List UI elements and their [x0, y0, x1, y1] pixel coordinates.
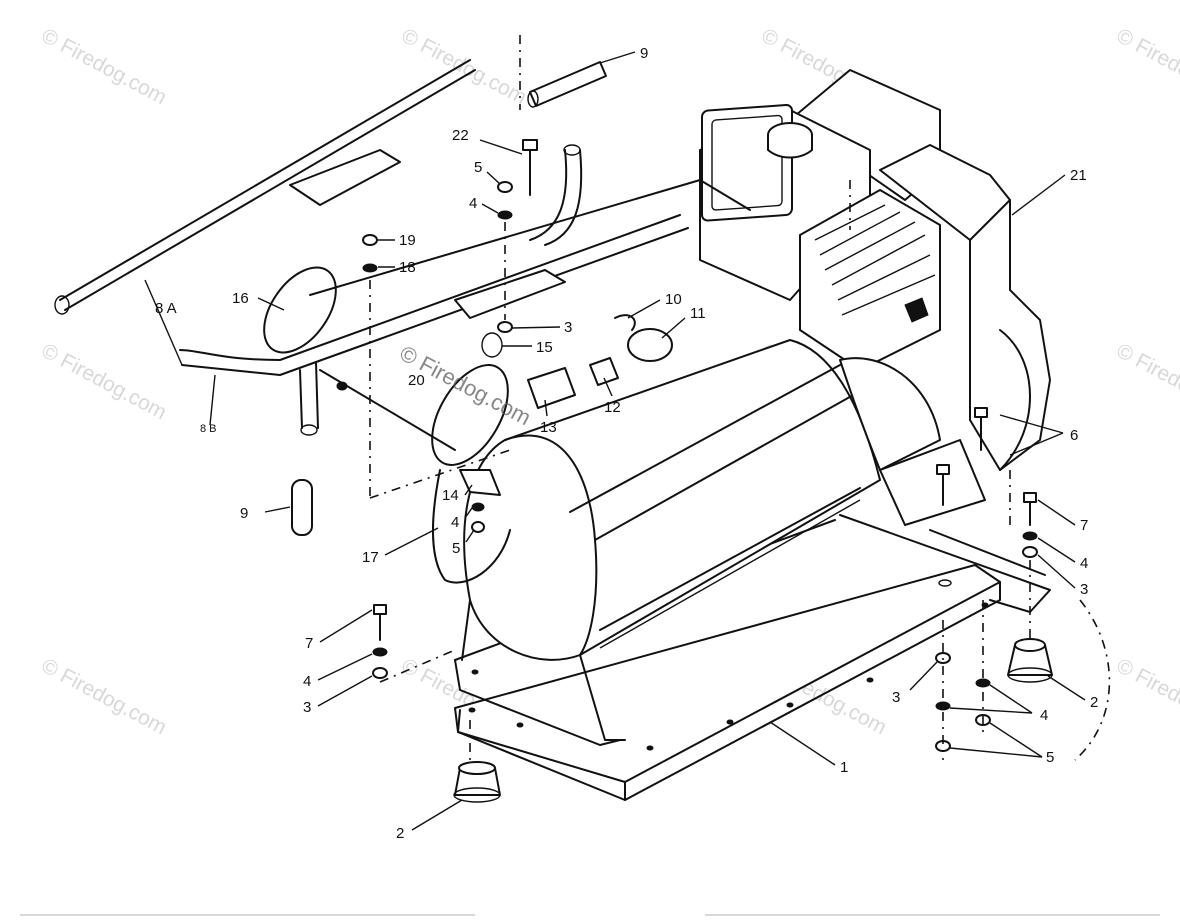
callout-label: 3 — [303, 699, 311, 716]
callout-label: 4 — [1040, 707, 1048, 724]
watermark-text: © Firedog.com — [1113, 24, 1180, 109]
callout-label: 5 — [1046, 749, 1054, 766]
callout-labels: 9 22 5 4 19 18 16 8 A 8 B 3 15 20 10 11 … — [155, 45, 1098, 842]
callout-label: 7 — [305, 635, 313, 652]
callout-label: 17 — [362, 549, 379, 566]
callout-label: 2 — [1090, 694, 1098, 711]
callout-label: 11 — [690, 305, 706, 322]
callout-label: 4 — [1080, 555, 1088, 572]
callout-label: 2 — [396, 825, 404, 842]
callout-label: 8 A — [155, 300, 177, 317]
rubber-feet — [453, 638, 1053, 803]
callout-label: 18 — [399, 259, 416, 276]
pins — [291, 61, 607, 536]
tank-body — [461, 339, 881, 741]
watermark-text: © Firedog.com — [38, 339, 171, 424]
watermark-text: © Firedog.com — [1113, 654, 1180, 739]
assembly-centerlines — [369, 35, 1111, 761]
leader-lines — [144, 51, 1086, 831]
callout-label: 12 — [604, 399, 621, 416]
callout-label: 21 — [1070, 167, 1087, 184]
callout-label: 4 — [469, 195, 477, 212]
callout-label: 22 — [452, 127, 469, 144]
callout-label: 4 — [451, 514, 459, 531]
callout-label: 20 — [408, 372, 425, 389]
callout-label: 19 — [399, 232, 416, 249]
callout-label: 9 — [240, 505, 248, 522]
watermark-text: © Firedog.com — [1113, 339, 1180, 424]
handle-assembly — [54, 59, 689, 436]
callout-label: 3 — [892, 689, 900, 706]
callout-label: 8 B — [200, 423, 217, 435]
engine-assembly — [699, 69, 1051, 526]
callout-label: 10 — [665, 291, 682, 308]
watermark-text: © Firedog.com — [398, 24, 531, 109]
callout-label: 13 — [540, 419, 557, 436]
callout-label: 3 — [1080, 581, 1088, 598]
callout-label: 9 — [640, 45, 648, 62]
callout-label: 5 — [474, 159, 482, 176]
callout-label: 4 — [303, 673, 311, 690]
fittings — [527, 314, 673, 409]
watermark-text: © Firedog.com — [38, 24, 171, 109]
callout-label: 5 — [452, 540, 460, 557]
rear-panel — [263, 179, 751, 584]
callout-label: 3 — [564, 319, 572, 336]
callout-label: 15 — [536, 339, 553, 356]
callout-label: 7 — [1080, 517, 1088, 534]
callout-label: 1 — [840, 759, 848, 776]
callout-label: 14 — [442, 487, 459, 504]
watermark-text: © Firedog.com — [38, 654, 171, 739]
callout-label: 16 — [232, 290, 249, 307]
callout-label: 6 — [1070, 427, 1078, 444]
